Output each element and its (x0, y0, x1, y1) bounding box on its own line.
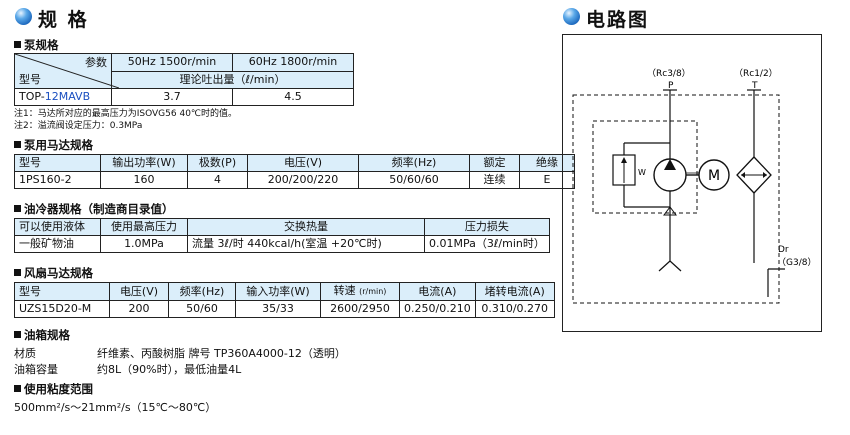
fan-h-voltage: 电压(V) (109, 282, 169, 301)
motor-spec-table: 型号 输出功率(W) 极数(P) 电压(V) 频率(Hz) 额定 绝缘 1PS1… (14, 154, 575, 189)
fan-h-model: 型号 (14, 282, 110, 301)
fan-freq: 50/60 (168, 300, 236, 318)
cooler-spec-table: 可以使用液体 使用最高压力 交换热量 压力损失 一般矿物油 1.0MPa 流量 … (14, 218, 550, 253)
tank-spec-heading: 油箱规格 (14, 327, 70, 343)
motor-h-model: 型号 (14, 154, 101, 172)
col-50hz: 50Hz 1500r/min (111, 53, 233, 72)
motor-freq: 50/60/60 (358, 171, 470, 189)
motor-spec-heading: 泵用马达规格 (14, 137, 93, 153)
tank-capacity-label: 油箱容量 (14, 363, 58, 376)
val-50hz: 3.7 (111, 88, 233, 106)
fan-speed: 2600/2950 (320, 300, 400, 318)
motor-h-insulation: 绝缘 (519, 154, 575, 172)
pump-model-code: 12MAVB (44, 90, 91, 103)
param-label: 参数 (85, 56, 107, 69)
fan-spec-heading: 风扇马达规格 (14, 265, 93, 281)
motor-h-power: 输出功率(W) (100, 154, 188, 172)
model-label: 型号 (19, 73, 41, 86)
cooler-ploss: 0.01MPa（3ℓ/min时） (424, 235, 550, 253)
circuit-diagram-frame: （Rc3/8） P （Rc1/2） T Dr （G3/8） W M (562, 34, 822, 332)
val-60hz: 4.5 (232, 88, 354, 106)
port-t-size: （Rc1/2） (734, 68, 778, 79)
viscosity-value: 500mm²/s～21mm²/s（15℃～80℃） (14, 401, 217, 414)
diagonal-line (15, 54, 119, 88)
fan-voltage: 200 (109, 300, 169, 318)
fan-h-power: 输入功率(W) (235, 282, 321, 301)
relief-valve-label: W (638, 168, 646, 177)
port-p-size: （Rc3/8） (647, 68, 691, 79)
cooler-fluid: 一般矿物油 (14, 235, 101, 253)
hydraulic-circuit: （Rc3/8） P （Rc1/2） T Dr （G3/8） W M (572, 68, 816, 304)
pump-model-cell: TOP-12MAVB (14, 88, 112, 106)
tank-material-label: 材质 (14, 347, 36, 360)
cooler-h-ploss: 压力损失 (424, 218, 550, 236)
motor-h-rating: 额定 (469, 154, 520, 172)
motor-label: M (708, 168, 720, 184)
port-p-label: P (668, 81, 674, 91)
pump-diagonal-header-cell: 参数 型号 (14, 53, 119, 89)
fan-h-current: 电流(A) (399, 282, 476, 301)
port-dr-label: Dr (778, 245, 789, 255)
note-1: 注1：马达所对应的最高压力为ISOVG56 40℃时的值。 (14, 109, 238, 119)
cooler-spec-heading: 油冷器规格（制造商目录值） (14, 201, 174, 217)
motor-insulation: E (519, 171, 575, 189)
motor-rating: 连续 (469, 171, 520, 189)
port-dr-size: （G3/8） (777, 257, 816, 268)
motor-h-voltage: 电压(V) (247, 154, 359, 172)
port-t-label: T (751, 81, 758, 91)
tank-capacity-value: 约8L（90%时），最低油量4L (97, 363, 242, 376)
motor-model: 1PS160-2 (14, 171, 101, 189)
viscosity-heading: 使用粘度范围 (14, 381, 93, 397)
cooler-h-maxp: 使用最高压力 (100, 218, 188, 236)
pump-spec-heading: 泵规格 (14, 37, 59, 53)
note-2: 注2：溢流阀设定压力：0.3MPa (14, 121, 143, 131)
motor-power: 160 (100, 171, 188, 189)
cooler-maxp: 1.0MPa (100, 235, 188, 253)
fan-lockcurrent: 0.310/0.270 (474, 300, 555, 318)
section-bullet-icon (563, 8, 580, 25)
pump-unit-boundary (592, 120, 698, 214)
fan-power: 35/33 (235, 300, 321, 318)
fan-h-freq: 频率(Hz) (168, 282, 236, 301)
spec-section-title: 规 格 (38, 9, 89, 31)
fan-model: UZS15D20-M (14, 300, 110, 318)
tank-boundary (572, 94, 780, 304)
fan-h-speed: 转速 (r/min) (320, 282, 400, 301)
cooler-heat: 流量 3ℓ/时 440kcal/h(室温 +20℃时) (187, 235, 425, 253)
motor-h-freq: 频率(Hz) (358, 154, 470, 172)
flow-header: 理论吐出量（ℓ/min） (111, 70, 354, 89)
motor-poles: 4 (187, 171, 248, 189)
section-bullet-icon (15, 8, 32, 25)
circuit-section-title: 电路图 (586, 9, 650, 31)
fan-current: 0.250/0.210 (399, 300, 476, 318)
motor-h-poles: 极数(P) (187, 154, 248, 172)
motor-symbol (698, 159, 730, 191)
fan-spec-table: 型号 电压(V) 频率(Hz) 输入功率(W) 转速 (r/min) 电流(A)… (14, 282, 555, 318)
tank-material-value: 纤维素、丙酸树脂 牌号 TP360A4000-12（透明） (97, 347, 346, 360)
pump-spec-table: 参数 型号 50Hz 1500r/min 60Hz 1800r/min 理论吐出… (14, 53, 354, 106)
cooler-h-fluid: 可以使用液体 (14, 218, 101, 236)
motor-voltage: 200/200/220 (247, 171, 359, 189)
col-60hz: 60Hz 1800r/min (232, 53, 354, 72)
cooler-h-heat: 交换热量 (187, 218, 425, 236)
fan-h-lockcurrent: 堵转电流(A) (474, 282, 555, 301)
